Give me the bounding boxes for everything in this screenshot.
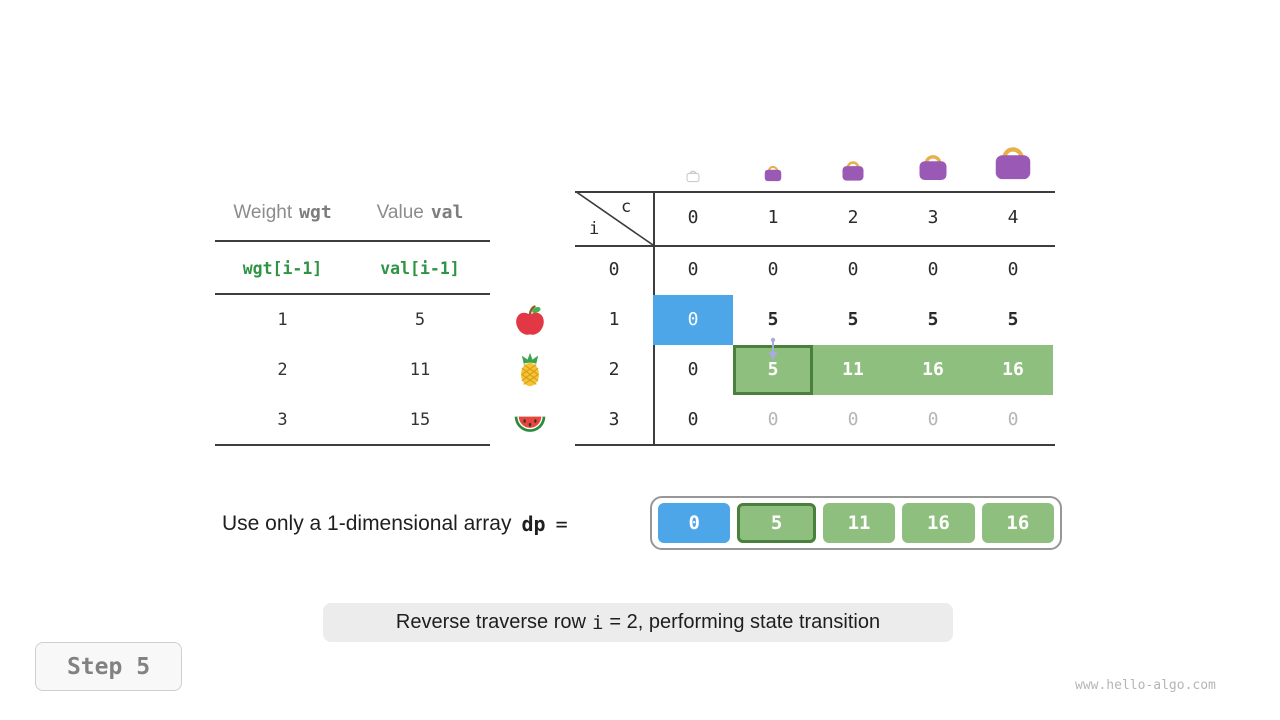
- col-header: 0: [687, 207, 699, 228]
- weights-table-row: 2 11: [215, 355, 490, 385]
- bag-medium-icon: [839, 155, 867, 183]
- value-col-code: val: [430, 202, 464, 223]
- weight-cell: 3: [277, 410, 288, 430]
- row-header: 1: [608, 309, 620, 330]
- formula-weight: wgt[i-1]: [242, 258, 323, 278]
- row-header: 0: [608, 259, 620, 280]
- dp-cell: 0: [1007, 259, 1019, 280]
- bag-empty-icon: [685, 167, 701, 183]
- dp-cell: 5: [1007, 309, 1019, 330]
- dp-array-label-text: Use only a 1-dimensional array: [222, 512, 512, 535]
- status-message: Reverse traverse row i = 2, performing s…: [323, 603, 953, 642]
- status-text-after: = 2, performing state transition: [609, 611, 881, 633]
- dp-cell-highlight-blue: 0: [653, 295, 733, 345]
- weights-table-row: 1 5: [215, 305, 490, 335]
- dp-cell-highlight-green: 11: [813, 345, 893, 395]
- divider: [215, 240, 490, 242]
- dp-table: c i 0 1 2 3 4 0 1 2 3 0 0 0 0 0 0 5 5 5 …: [575, 191, 1055, 447]
- dp-cell: 0: [847, 409, 859, 430]
- weights-table: Weight wgt Value val wgt[i-1] val[i-1] 1…: [215, 190, 490, 448]
- dp-cell: 0: [927, 259, 939, 280]
- dp-cell: 0: [847, 259, 859, 280]
- divider: [575, 245, 1055, 247]
- step-badge: Step 5: [35, 642, 182, 691]
- dp-cell: 0: [687, 409, 699, 430]
- bag-xlarge-icon: [990, 137, 1036, 183]
- weight-cell: 2: [277, 360, 288, 380]
- dp-cell: 5: [847, 309, 859, 330]
- bag-small-icon: [762, 161, 784, 183]
- dp-cell-highlight-green: 16: [973, 345, 1053, 395]
- dp-cell: 0: [927, 409, 939, 430]
- watermark: www.hello-algo.com: [1075, 678, 1216, 693]
- col-header: 4: [1007, 207, 1019, 228]
- divider: [575, 191, 1055, 193]
- weight-col-code: wgt: [299, 202, 332, 223]
- equals-sign: =: [555, 512, 568, 536]
- dp-cell: 0: [1007, 409, 1019, 430]
- row-header: 2: [608, 359, 620, 380]
- dp-cell: 0: [687, 259, 699, 280]
- apple-icon: [512, 302, 548, 338]
- divider: [215, 293, 490, 295]
- dp-array-cell: 0: [658, 503, 731, 543]
- weight-col-title: Weight: [233, 202, 293, 223]
- weights-table-header: Weight wgt Value val: [215, 198, 490, 228]
- col-axis-label: c: [621, 197, 632, 217]
- col-header: 3: [927, 207, 939, 228]
- dp-array-box: 0 5 11 16 16: [650, 496, 1062, 550]
- dp-array-cell: 16: [902, 503, 975, 543]
- value-cell: 5: [414, 310, 426, 330]
- row-axis-label: i: [589, 219, 600, 239]
- value-cell: 15: [409, 410, 431, 430]
- transition-arrow-icon: [766, 337, 780, 361]
- dp-cell: 5: [767, 309, 779, 330]
- dp-array-cell: 16: [981, 503, 1055, 543]
- col-header: 1: [767, 207, 779, 228]
- dp-array-label: Use only a 1-dimensional array dp =: [222, 506, 568, 542]
- weight-cell: 1: [277, 310, 288, 330]
- bag-large-icon: [915, 147, 951, 183]
- formula-value: val[i-1]: [380, 258, 460, 278]
- dp-cell-highlight-green: 16: [893, 345, 973, 395]
- pineapple-icon: [512, 352, 548, 388]
- dp-cell: 0: [767, 409, 779, 430]
- diagonal-line: [575, 191, 653, 245]
- dp-code: dp: [521, 512, 546, 536]
- divider: [575, 444, 1055, 446]
- dp-array-cell-active: 5: [737, 503, 816, 543]
- dp-cell: 0: [687, 359, 699, 380]
- value-cell: 11: [409, 360, 431, 380]
- watermelon-icon: [512, 404, 548, 440]
- weights-table-formula-row: wgt[i-1] val[i-1]: [215, 253, 490, 283]
- dp-cell: 5: [927, 309, 939, 330]
- value-col-title: Value: [376, 202, 424, 223]
- col-header: 2: [847, 207, 859, 228]
- dp-array-cell: 11: [822, 503, 896, 543]
- corner-cell: c i: [575, 191, 653, 245]
- status-text-before: Reverse traverse row: [395, 611, 586, 633]
- divider: [215, 444, 490, 446]
- weights-table-row: 3 15: [215, 405, 490, 435]
- dp-cell: 0: [767, 259, 779, 280]
- row-header: 3: [608, 409, 620, 430]
- status-code: i: [591, 611, 604, 634]
